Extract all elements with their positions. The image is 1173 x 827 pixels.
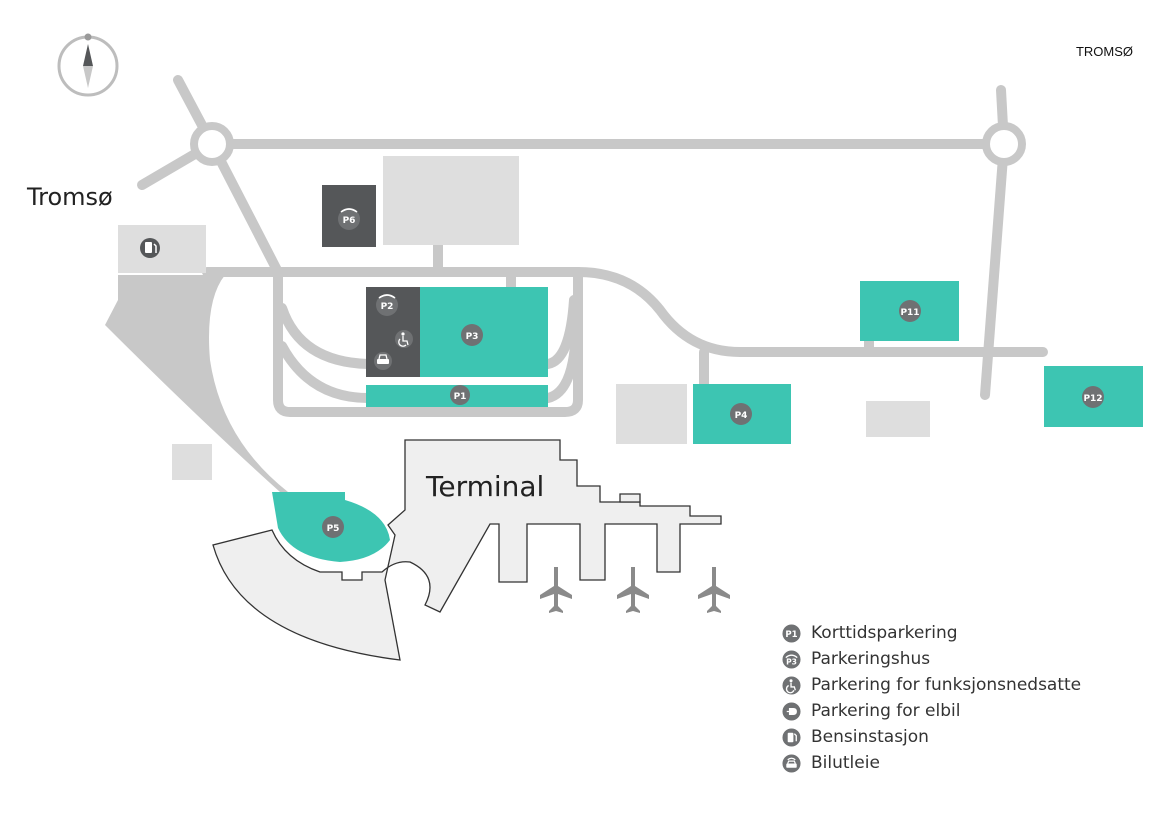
p4-label: P4: [735, 411, 748, 421]
svg-text:P3: P3: [786, 657, 797, 666]
ev-charging-icon: [782, 701, 801, 721]
legend-label: Parkering for elbil: [811, 701, 961, 721]
terminal-building[interactable]: [212, 439, 722, 661]
parking-p2[interactable]: P2: [366, 287, 420, 377]
svg-text:P1: P1: [785, 629, 797, 639]
parking-p4[interactable]: P4: [693, 384, 791, 444]
p3-label: P3: [466, 332, 479, 342]
legend-label: Korttidsparkering: [811, 623, 958, 643]
legend-item: P1 Korttidsparkering: [782, 620, 1081, 646]
parking-garage-icon: P3: [782, 649, 801, 669]
city-label: Tromsø: [26, 183, 113, 211]
compass-north-icon: [57, 33, 119, 97]
building-near-p4: [616, 384, 687, 444]
legend-item: Bensinstasjon: [782, 724, 1081, 750]
legend-item: Parkering for elbil: [782, 698, 1081, 724]
parking-p5[interactable]: P5: [272, 492, 390, 562]
parking-p3[interactable]: P3: [420, 287, 548, 377]
legend-item: Parkering for funksjonsnedsatte: [782, 672, 1081, 698]
car-rental-icon: [374, 352, 392, 370]
legend-label: Parkeringshus: [811, 649, 931, 669]
road-network: [137, 75, 1048, 417]
fuel-station-building[interactable]: [118, 225, 206, 273]
car-rental-icon: [782, 753, 801, 773]
p5-label: P5: [327, 524, 340, 534]
p2-label: P2: [381, 302, 394, 312]
legend-item: Bilutleie: [782, 750, 1081, 776]
p1-label: P1: [454, 392, 467, 402]
building-north: [383, 156, 519, 245]
parking-p1[interactable]: P1: [366, 385, 548, 407]
roundabout-east: [982, 122, 1026, 166]
p6-label: P6: [343, 216, 356, 226]
legend-item: P3 Parkeringshus: [782, 646, 1081, 672]
region-label: TROMSØ: [1075, 44, 1133, 59]
short-term-parking-icon: P1: [782, 623, 801, 643]
accessible-parking-icon: [395, 330, 413, 348]
legend-label: Bensinstasjon: [811, 727, 929, 747]
fuel-station-icon: [140, 238, 160, 258]
parking-p6[interactable]: P6: [322, 185, 376, 247]
p12-label: P12: [1083, 394, 1102, 404]
legend-label: Parkering for funksjonsnedsatte: [811, 675, 1082, 695]
fuel-station-icon: [782, 727, 801, 747]
building-east: [866, 401, 930, 437]
parking-p11[interactable]: P11: [860, 281, 959, 341]
access-road: [105, 275, 288, 492]
parking-p12[interactable]: P12: [1044, 366, 1143, 427]
map-legend: P1 Korttidsparkering P3 Parkeringshus Pa…: [782, 620, 1081, 776]
airplane-icon: [617, 567, 649, 613]
accessible-parking-icon: [782, 675, 801, 695]
roundabout-west: [190, 122, 234, 166]
p11-label: P11: [900, 308, 919, 318]
building-small-west: [172, 444, 212, 480]
airplane-icon: [540, 567, 572, 613]
terminal-label: Terminal: [425, 470, 544, 503]
airplane-icon: [698, 567, 730, 613]
legend-label: Bilutleie: [811, 753, 880, 773]
